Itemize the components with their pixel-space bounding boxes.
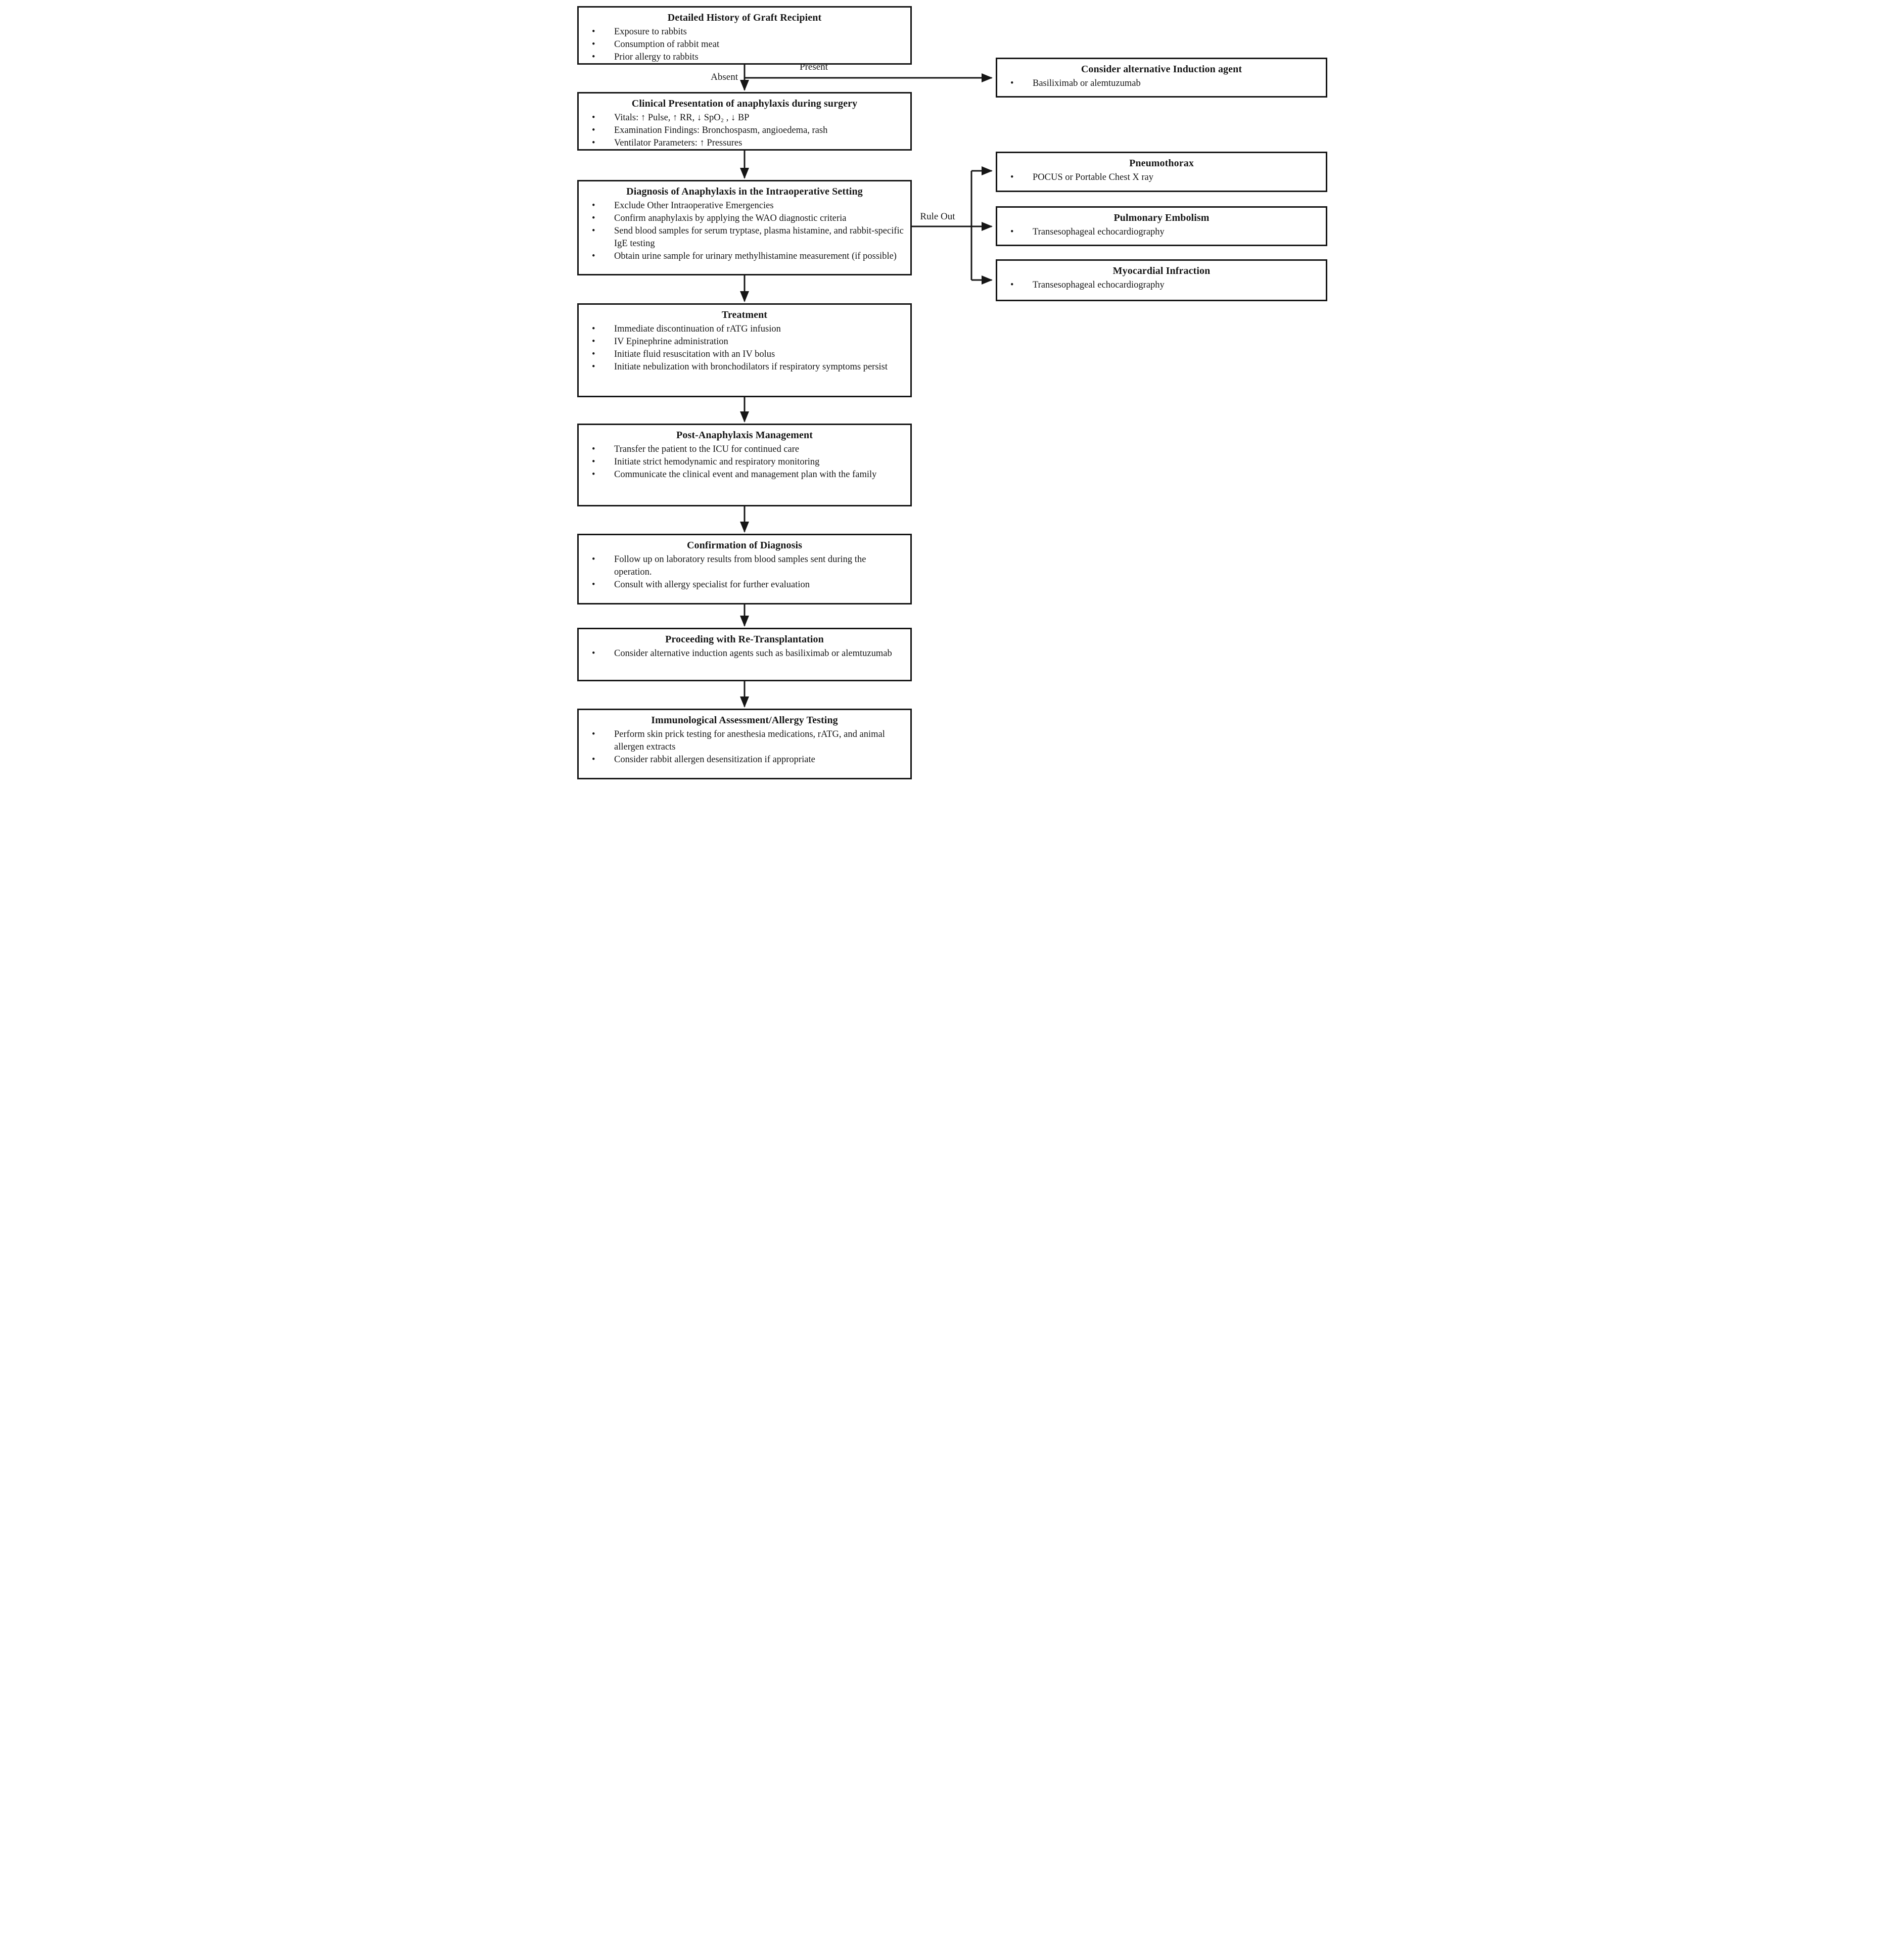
bullet-item: Obtain urine sample for urinary methylhi… — [579, 250, 905, 263]
bullet-item: Ventilator Parameters: ↑ Pressures — [579, 137, 905, 149]
box-bullets: Transesophageal echocardiography — [997, 279, 1326, 292]
box-bullets: Exclude Other Intraoperative Emergencies… — [579, 200, 910, 263]
box-title: Proceeding with Re-Transplantation — [665, 634, 824, 645]
box-bullets: Exposure to rabbitsConsumption of rabbit… — [579, 26, 910, 63]
bullet-item: Prior allergy to rabbits — [579, 51, 905, 63]
bullet-item: Consider rabbit allergen desensitization… — [579, 754, 905, 766]
edge-label-rule-out: Rule Out — [920, 211, 955, 222]
box-bullets: Immediate discontinuation of rATG infusi… — [579, 323, 910, 374]
flowchart-canvas: Absent Present Rule Out Detailed History… — [571, 0, 1333, 782]
box-bullets: Vitals: ↑ Pulse, ↑ RR, ↓ SpO₂ , ↓ BPExam… — [579, 112, 910, 149]
flow-box-clinical-presentation: Clinical Presentation of anaphylaxis dur… — [577, 92, 912, 151]
flow-box-diagnosis: Diagnosis of Anaphylaxis in the Intraope… — [577, 180, 912, 275]
flow-box-immunological-assessment: Immunological Assessment/Allergy Testing… — [577, 709, 912, 779]
box-title: Detailed History of Graft Recipient — [667, 12, 822, 23]
bullet-item: Perform skin prick testing for anesthesi… — [579, 728, 905, 754]
bullet-item: Initiate strict hemodynamic and respirat… — [579, 456, 905, 469]
bullet-item: Vitals: ↑ Pulse, ↑ RR, ↓ SpO₂ , ↓ BP — [579, 112, 905, 124]
bullet-item: Transesophageal echocardiography — [997, 226, 1321, 239]
bullet-item: Initiate nebulization with bronchodilato… — [579, 361, 905, 374]
bullet-item: Transfer the patient to the ICU for cont… — [579, 443, 905, 456]
box-title: Pulmonary Embolism — [1113, 212, 1210, 223]
side-box-myocardial-infraction: Myocardial Infraction Transesophageal ec… — [996, 259, 1327, 301]
bullet-item: Transesophageal echocardiography — [997, 279, 1321, 292]
bullet-item: Consumption of rabbit meat — [579, 38, 905, 51]
bullet-item: Immediate discontinuation of rATG infusi… — [579, 323, 905, 336]
box-title: Treatment — [721, 309, 768, 320]
box-bullets: Consider alternative induction agents su… — [579, 647, 910, 660]
bullet-item: IV Epinephrine administration — [579, 336, 905, 348]
box-title: Consider alternative Induction agent — [1081, 64, 1242, 75]
bullet-item: Consult with allergy specialist for furt… — [579, 579, 905, 591]
box-title: Myocardial Infraction — [1112, 265, 1211, 276]
box-title: Diagnosis of Anaphylaxis in the Intraope… — [626, 186, 863, 197]
flow-box-retransplantation: Proceeding with Re-Transplantation Consi… — [577, 628, 912, 681]
bullet-item: Examination Findings: Bronchospasm, angi… — [579, 124, 905, 137]
edge-label-absent: Absent — [711, 72, 738, 82]
bullet-item: Exposure to rabbits — [579, 26, 905, 38]
box-title: Confirmation of Diagnosis — [686, 540, 803, 551]
bullet-item: Exclude Other Intraoperative Emergencies — [579, 200, 905, 212]
bullet-item: Follow up on laboratory results from blo… — [579, 553, 905, 579]
bullet-item: Consider alternative induction agents su… — [579, 647, 905, 660]
bullet-item: Confirm anaphylaxis by applying the WAO … — [579, 212, 905, 225]
box-bullets: Transfer the patient to the ICU for cont… — [579, 443, 910, 481]
side-box-pulmonary-embolism: Pulmonary Embolism Transesophageal echoc… — [996, 206, 1327, 246]
bullet-item: Basiliximab or alemtuzumab — [997, 77, 1321, 90]
bullet-item: Communicate the clinical event and manag… — [579, 469, 905, 481]
box-bullets: POCUS or Portable Chest X ray — [997, 171, 1326, 184]
box-title: Post-Anaphylaxis Management — [676, 430, 813, 441]
box-bullets: Basiliximab or alemtuzumab — [997, 77, 1326, 90]
flow-box-history: Detailed History of Graft Recipient Expo… — [577, 6, 912, 65]
box-title: Clinical Presentation of anaphylaxis dur… — [631, 98, 858, 109]
box-bullets: Perform skin prick testing for anesthesi… — [579, 728, 910, 766]
box-title: Pneumothorax — [1129, 158, 1194, 169]
bullet-item: Send blood samples for serum tryptase, p… — [579, 225, 905, 250]
flow-box-post-anaphylaxis: Post-Anaphylaxis Management Transfer the… — [577, 424, 912, 506]
bullet-item: Initiate fluid resuscitation with an IV … — [579, 348, 905, 361]
box-bullets: Transesophageal echocardiography — [997, 226, 1326, 239]
box-bullets: Follow up on laboratory results from blo… — [579, 553, 910, 591]
box-title: Immunological Assessment/Allergy Testing — [651, 715, 838, 726]
flow-box-treatment: Treatment Immediate discontinuation of r… — [577, 303, 912, 397]
bullet-item: POCUS or Portable Chest X ray — [997, 171, 1321, 184]
flow-box-confirmation: Confirmation of Diagnosis Follow up on l… — [577, 534, 912, 604]
side-box-pneumothorax: Pneumothorax POCUS or Portable Chest X r… — [996, 152, 1327, 192]
side-box-alternative-induction: Consider alternative Induction agent Bas… — [996, 58, 1327, 98]
